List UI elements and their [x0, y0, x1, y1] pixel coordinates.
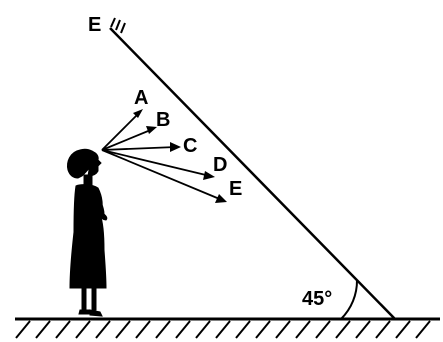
ray-e [101, 149, 227, 203]
angle-label: 45° [302, 288, 332, 310]
rays [101, 109, 227, 203]
ray-e-label: E [229, 178, 242, 200]
ray-a-arrowhead [133, 109, 143, 118]
ray-c-label: C [183, 135, 197, 157]
ray-b [101, 126, 157, 151]
mirror-top-label: E [88, 14, 101, 36]
person-figure [67, 148, 108, 317]
ray-e-arrowhead [215, 194, 227, 203]
ray-b-arrowhead [146, 126, 157, 134]
mirror: E [88, 14, 396, 320]
ray-d [101, 149, 215, 180]
angle-arc [340, 279, 359, 320]
ground-hatching [15, 320, 431, 339]
mirror-line [109, 27, 396, 320]
ground [15, 317, 440, 339]
ray-a [101, 109, 143, 151]
ray-d-arrowhead [203, 171, 215, 180]
ray-c-arrowhead [170, 142, 181, 152]
mirror-hatching [110, 17, 126, 34]
ray-b-label: B [156, 109, 170, 131]
ray-d-label: D [213, 154, 227, 176]
ray-a-label: A [134, 87, 148, 109]
ray-c [101, 142, 181, 152]
